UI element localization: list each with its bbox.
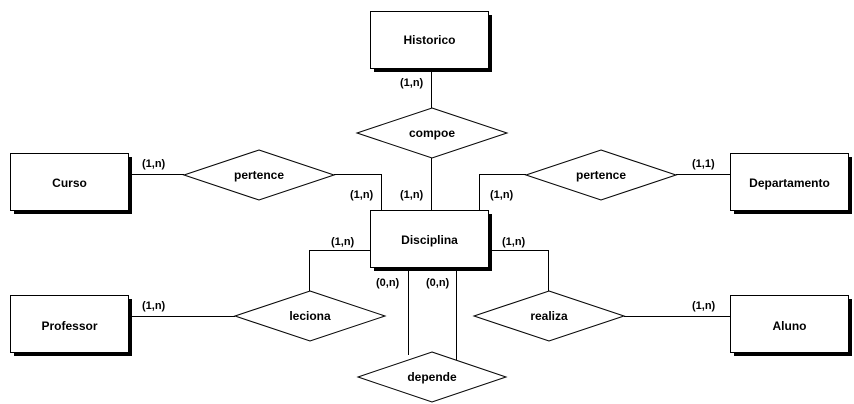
entity-disciplina-label: Disciplina (401, 233, 458, 247)
cardinality-professor-leciona: (1,n) (142, 300, 166, 312)
connectors (131, 70, 731, 360)
relationship-pertence-departamento-label: pertence (576, 168, 626, 182)
relationship-leciona[interactable]: leciona (233, 290, 387, 342)
relationship-realiza-label: realiza (530, 309, 568, 323)
cardinality-disciplina-realiza: (1,n) (502, 236, 526, 248)
cardinality-aluno-realiza: (1,n) (692, 300, 716, 312)
relationship-pertence-departamento[interactable]: pertence (524, 149, 678, 201)
relationship-pertence-curso[interactable]: pertence (182, 149, 336, 201)
cardinality-historico-compoe: (1,n) (400, 77, 424, 89)
relationship-leciona-label: leciona (289, 309, 331, 323)
entity-departamento[interactable]: Departamento (730, 153, 853, 215)
cardinality-disciplina-leciona: (1,n) (331, 236, 355, 248)
entity-curso-label: Curso (52, 176, 87, 190)
relationship-realiza[interactable]: realiza (472, 290, 626, 342)
line-disciplina-realiza (489, 250, 549, 291)
cardinality-disciplina-compoe: (1,n) (400, 189, 424, 201)
cardinality-curso-pertence: (1,n) (142, 158, 166, 170)
relationship-depende[interactable]: depende (356, 351, 508, 403)
line-disciplina-leciona (309, 250, 371, 291)
entity-historico-label: Historico (403, 33, 455, 47)
line-pertence-disciplina (334, 174, 382, 211)
relationship-compoe[interactable]: compoe (355, 107, 509, 159)
entity-departamento-label: Departamento (749, 176, 830, 190)
entity-aluno[interactable]: Aluno (730, 295, 853, 357)
cardinality-labels: (1,n) (1,n) (1,n) (1,n) (1,n) (1,1) (1,n… (142, 77, 716, 312)
relationship-compoe-label: compoe (409, 126, 455, 140)
entity-curso[interactable]: Curso (10, 153, 133, 215)
relationship-depende-label: depende (407, 370, 457, 384)
entity-professor-label: Professor (41, 319, 97, 333)
relationship-pertence-curso-label: pertence (234, 168, 284, 182)
entity-disciplina[interactable]: Disciplina (370, 210, 493, 272)
cardinality-depende-left: (0,n) (376, 277, 400, 289)
line-disciplina-pertence (479, 174, 526, 211)
cardinality-disciplina-pertence-curso: (1,n) (350, 189, 374, 201)
entity-aluno-label: Aluno (773, 319, 807, 333)
entity-professor[interactable]: Professor (10, 295, 133, 357)
cardinality-disciplina-pertence-dep: (1,n) (490, 189, 514, 201)
cardinality-departamento-pertence: (1,1) (692, 158, 715, 170)
cardinality-depende-right: (0,n) (426, 277, 450, 289)
entity-historico[interactable]: Historico (370, 11, 493, 73)
